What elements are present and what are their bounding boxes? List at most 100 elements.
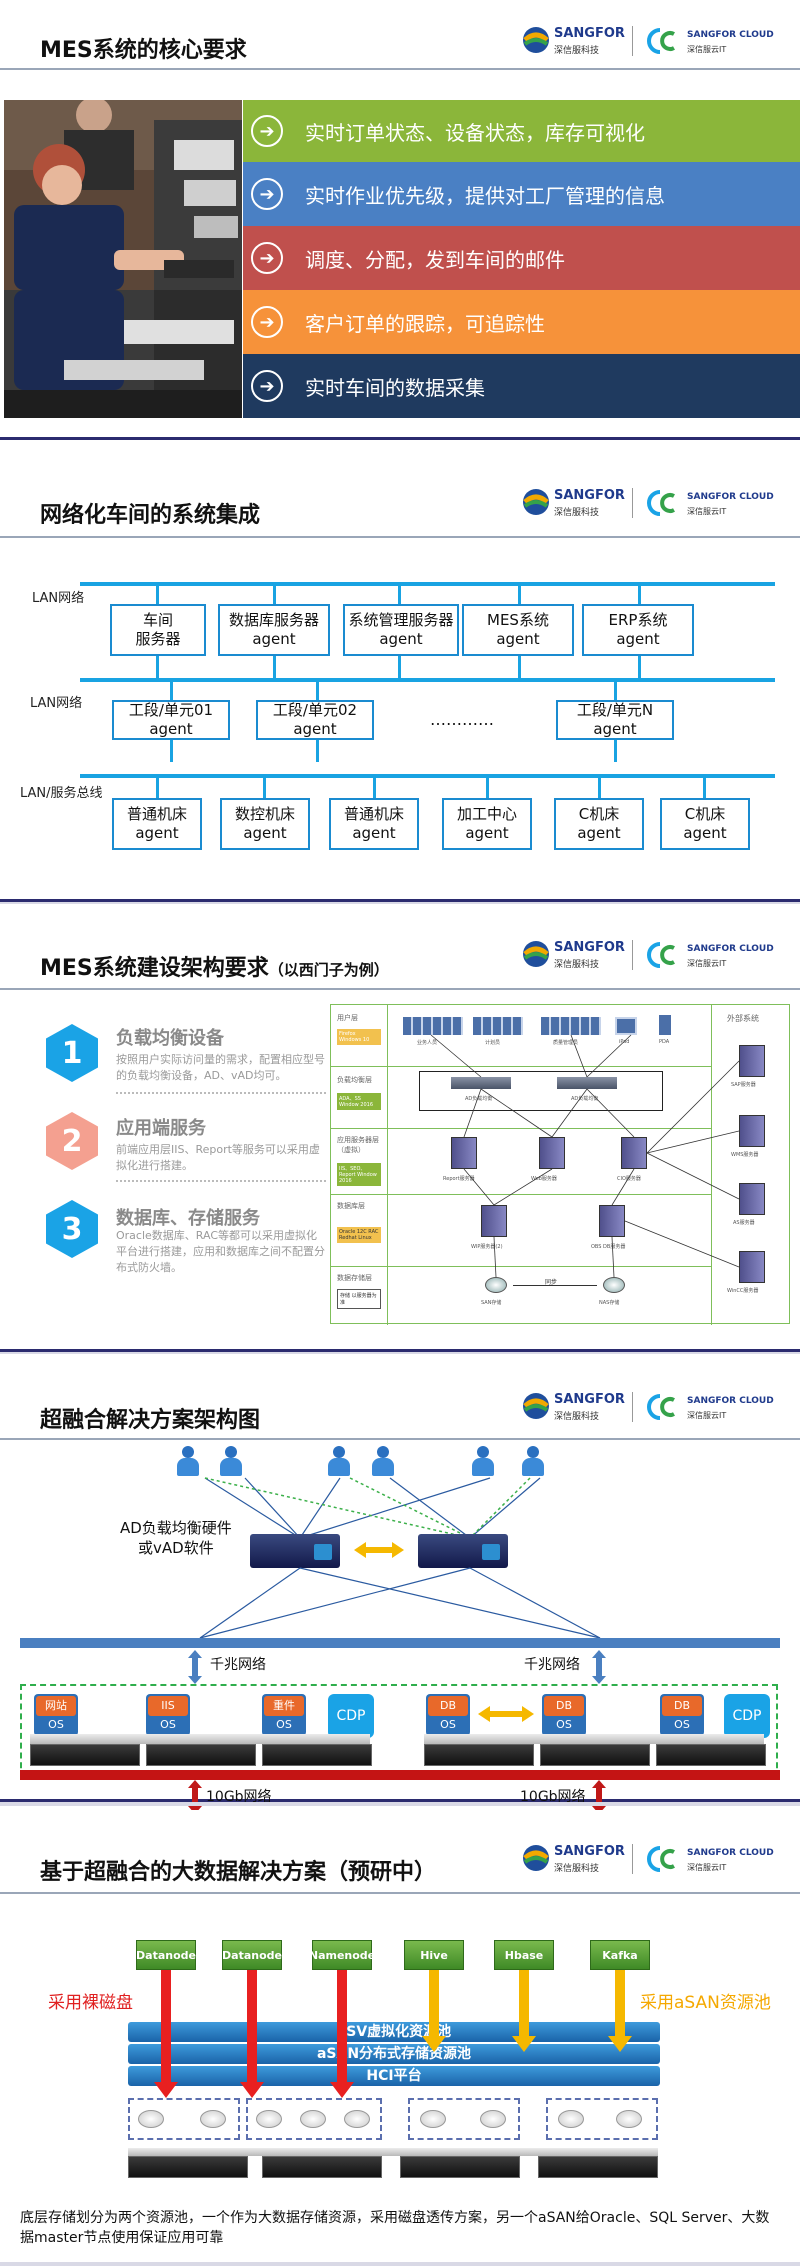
logo-divider <box>632 26 633 56</box>
link <box>703 774 706 798</box>
title-divider <box>0 68 800 70</box>
title-divider <box>0 1438 800 1440</box>
pda-icon <box>659 1015 671 1035</box>
sangfor-sub: 深信服科技 <box>554 46 600 56</box>
layer-note: IIS、SEO、Report Window 2016 <box>337 1163 381 1186</box>
step-badge: 3 <box>46 1200 98 1258</box>
layer-note: Firefox Windows 10 <box>337 1029 381 1045</box>
user-icon <box>470 1446 496 1478</box>
node-box: Datanode <box>136 1940 196 1970</box>
requirement-desc: 按照用户实际访问量的需求，配置相应型号的负载均衡设备，AD、vAD均可。 <box>116 1053 325 1082</box>
requirement-item: ➔ 调度、分配，发到车间的邮件 <box>243 226 800 290</box>
logo-divider <box>632 1392 633 1422</box>
requirement-heading: 应用端服务 <box>116 1118 206 1139</box>
server-label: Web服务器 <box>531 1176 557 1182</box>
requirement-item: ➔ 实时订单状态、设备状态，库存可视化 <box>243 100 800 162</box>
cloud-name: SANGFOR CLOUD <box>687 492 774 502</box>
sangfor-logo-icon <box>523 1393 549 1419</box>
link <box>638 656 641 678</box>
link <box>170 678 173 700</box>
arrow-circle-icon: ➔ <box>251 115 283 147</box>
slide-bigdata-solution: 基于超融合的大数据解决方案（预研中） SANGFOR 深信服科技 SANGFOR… <box>0 1810 800 2266</box>
cloud-name: SANGFOR CLOUD <box>687 944 774 954</box>
server-shelf <box>424 1734 764 1744</box>
sangfor-name: SANGFOR <box>554 940 625 955</box>
link <box>263 774 266 798</box>
cloud-sub: 深信服云IT <box>687 1411 727 1420</box>
sangfor-logo-icon <box>523 1845 549 1871</box>
requirement-text: 实时订单状态、设备状态，库存可视化 <box>305 120 645 145</box>
layer-column <box>387 1005 388 1325</box>
logo-group: SANGFOR 深信服科技 SANGFOR CLOUD 深信服云IT <box>522 1838 782 1880</box>
link <box>614 678 617 700</box>
pool-bar: HCI平台 <box>128 2066 660 2086</box>
cloud-name: SANGFOR CLOUD <box>687 1396 774 1406</box>
raw-disk-label: 采用裸磁盘 <box>48 1993 133 2013</box>
requirement-text: 客户订单的跟踪，可追踪性 <box>305 311 545 336</box>
slide1-lower: ➔ 客户订单的跟踪，可追踪性 ➔ 实时车间的数据采集 <box>0 290 800 440</box>
server-chassis <box>424 1744 534 1766</box>
vertical-arrow-icon <box>188 1650 202 1684</box>
vertical-arrow-icon <box>592 1780 606 1814</box>
server-icon <box>451 1137 477 1169</box>
layer-label: 负载均衡层 <box>337 1076 372 1084</box>
user-terminal-icon <box>403 1017 463 1035</box>
user-label: 质量管理员 <box>553 1040 579 1046</box>
layer <box>331 1067 711 1129</box>
sangfor-name: SANGFOR <box>554 26 625 41</box>
cloud-sub: 深信服云IT <box>687 45 727 54</box>
cloud-name: SANGFOR CLOUD <box>687 30 774 40</box>
server-shelf <box>30 1734 370 1744</box>
sync-arrow <box>513 1285 597 1286</box>
arrow-circle-icon: ➔ <box>251 306 283 338</box>
logo-divider <box>632 1844 633 1874</box>
ad-device-icon <box>250 1534 340 1568</box>
logo-divider <box>632 940 633 970</box>
logo-group: SANGFOR 深信服科技 SANGFOR CLOUD 深信服云IT <box>522 20 782 62</box>
tengig-bus <box>20 1770 780 1780</box>
network-label: LAN网络 <box>30 696 83 711</box>
server-chassis <box>400 2156 520 2178</box>
storage-label: NAS存储 <box>599 1300 620 1306</box>
requirement-heading: 数据库、存储服务 <box>116 1208 260 1229</box>
slide-title: MES系统建设架构要求（以西门子为例） <box>40 956 389 981</box>
requirement-desc: Oracle数据库、RAC等都可以采用虚拟化平台进行搭建，应用和数据库之间不配置… <box>116 1229 325 1274</box>
layer-note: Oracle 12C RAC Redhat Linux <box>337 1227 381 1243</box>
server-chassis <box>656 1744 766 1766</box>
server-chassis <box>128 2156 248 2178</box>
disk-group <box>128 2098 240 2140</box>
node-box: Hive <box>404 1940 464 1970</box>
cloud-logo-icon <box>647 28 675 54</box>
title-divider <box>0 1892 800 1894</box>
step-badge: 2 <box>46 1112 98 1170</box>
storage-label: SAN存储 <box>481 1300 502 1306</box>
link <box>614 740 617 762</box>
user-icon <box>370 1446 396 1478</box>
server-chassis <box>146 1744 256 1766</box>
requirement-item: ➔ 实时作业优先级，提供对工厂管理的信息 <box>243 162 800 226</box>
requirement-desc: 前端应用层IIS、Report等服务可以采用虚拟化进行搭建。 <box>116 1143 320 1172</box>
slide-network-integration: 网络化车间的系统集成 SANGFOR 深信服科技 SANGFOR CLOUD 深… <box>0 452 800 906</box>
cloud-sub: 深信服云IT <box>687 959 727 968</box>
load-balancer-group <box>419 1071 663 1111</box>
disk-icon <box>256 2110 282 2128</box>
server-chassis <box>540 1744 650 1766</box>
network-label: 10Gb网络 <box>520 1789 586 1805</box>
photo-operator-image <box>4 100 242 290</box>
sangfor-logo-icon <box>523 941 549 967</box>
server-shelf <box>128 2148 658 2156</box>
external-label: SAP服务器 <box>731 1082 756 1088</box>
cloud-logo-icon <box>647 490 675 516</box>
slide-core-requirements: MES系统的核心要求 SANGFOR 深信服科技 SANGFOR CLOUD 深… <box>0 0 800 304</box>
link <box>273 656 276 678</box>
